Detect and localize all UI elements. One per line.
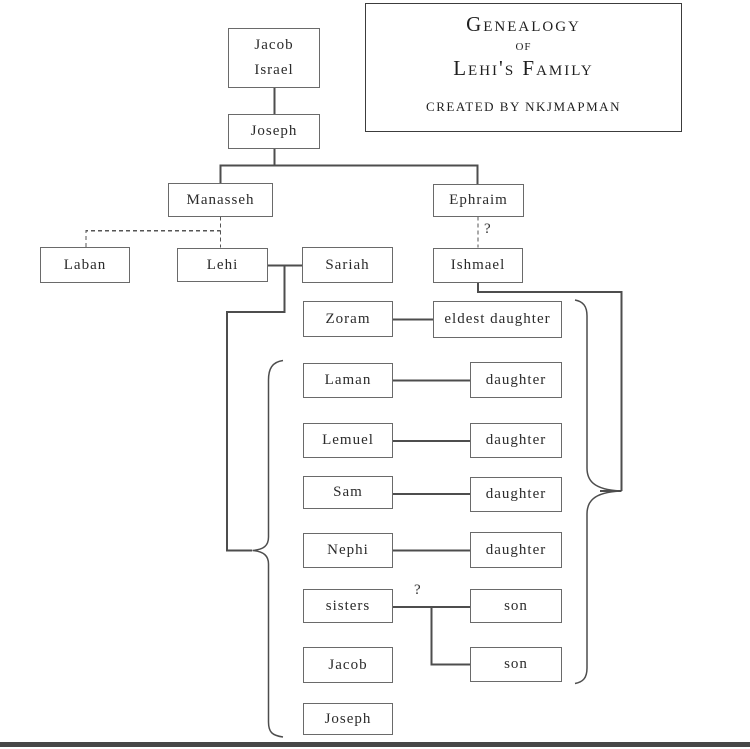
question-mark-ephraim-ishmael: ? [484, 221, 491, 237]
bottom-edge-bar [0, 742, 750, 747]
node-laban: Laban [40, 247, 130, 283]
node-daughter-1: daughter [470, 362, 562, 398]
node-manasseh: Manasseh [168, 183, 273, 217]
node-joseph-of-egypt: Joseph [228, 114, 320, 149]
node-lemuel: Lemuel [303, 423, 393, 458]
title-credit: CREATED BY NKJMAPMAN [426, 99, 621, 114]
node-son-1: son [470, 589, 562, 623]
solid-connectors [219, 88, 623, 666]
node-jacob-israel: Jacob Israel [228, 28, 320, 88]
node-eldest-daughter: eldest daughter [433, 301, 562, 338]
node-daughter-2: daughter [470, 423, 562, 458]
node-son-2: son [470, 647, 562, 682]
node-daughter-4: daughter [470, 532, 562, 568]
node-jacob-israel-line2: Israel [254, 62, 294, 78]
title-line-3: Lehi's Family [453, 56, 594, 80]
title-box: Genealogy of Lehi's Family CREATED BY NK… [365, 3, 682, 132]
node-sam: Sam [303, 476, 393, 509]
dashed-connectors [85, 216, 479, 248]
question-mark-sisters-sons: ? [414, 582, 421, 598]
node-sisters: sisters [303, 589, 393, 623]
node-joseph: Joseph [303, 703, 393, 735]
node-ephraim: Ephraim [433, 184, 524, 217]
title-line-1: Genealogy [466, 12, 581, 36]
left-brace [252, 359, 284, 738]
node-nephi: Nephi [303, 533, 393, 568]
node-sariah: Sariah [302, 247, 393, 283]
title-line-2: of [515, 37, 532, 54]
node-laman: Laman [303, 363, 393, 398]
node-daughter-3: daughter [470, 477, 562, 512]
node-ishmael: Ishmael [433, 248, 523, 283]
node-zoram: Zoram [303, 301, 393, 337]
node-jacob: Jacob [303, 647, 393, 683]
node-lehi: Lehi [177, 248, 268, 282]
right-brace [574, 299, 621, 685]
node-jacob-israel-line1: Jacob [254, 37, 294, 53]
